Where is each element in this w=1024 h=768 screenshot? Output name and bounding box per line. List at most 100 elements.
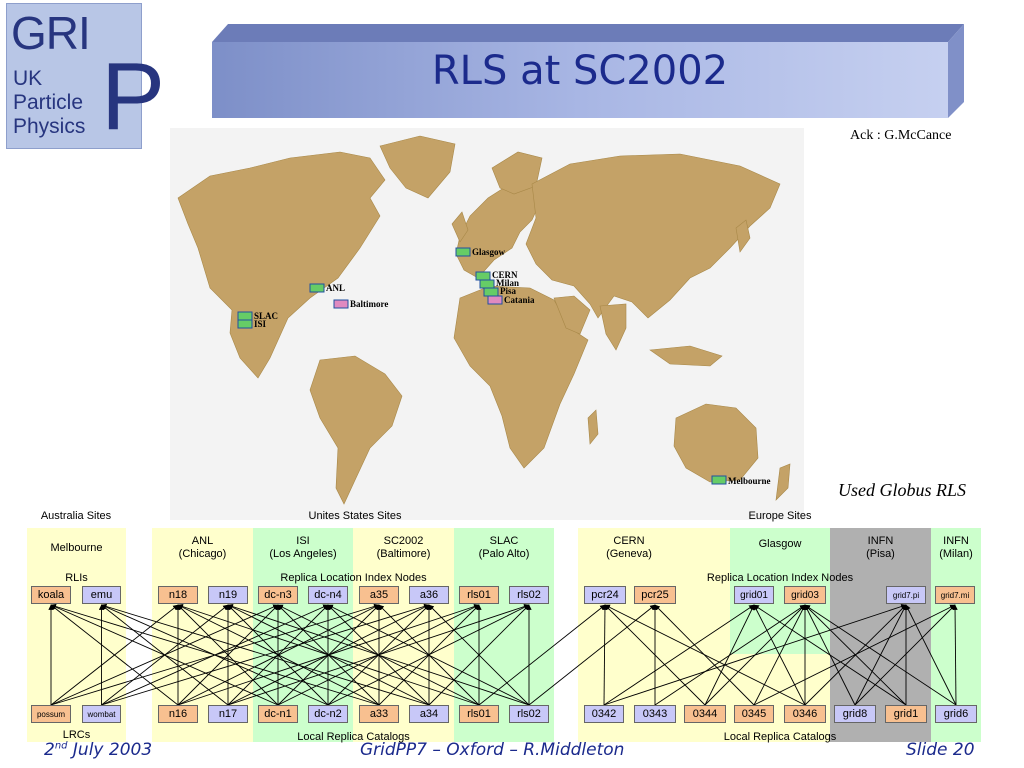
label-eu-rli: Replica Location Index Nodes [706,572,854,584]
link-line [804,604,907,706]
site-anl-name: ANL [191,535,214,547]
rli-node-dc-n3[interactable]: dc-n3 [258,586,298,604]
rli-node-n18[interactable]: n18 [158,586,198,604]
site-infn-pisa: INFN (Pisa) [830,535,931,561]
link-line [602,604,608,706]
rli-node-dc-n4[interactable]: dc-n4 [308,586,348,604]
south-america-shape [309,355,403,505]
footer-slide-number: Slide 20 [906,740,975,760]
asia-shape [525,153,781,319]
lrc-node-wombat[interactable]: wombat [82,705,121,723]
link-line [100,603,430,706]
link-line [753,604,907,706]
europe-shape [455,183,543,279]
india-shape [599,303,627,351]
rli-node-pcr24[interactable]: pcr24 [584,586,626,604]
label-us-lrc: Local Replica Catalogs [297,731,410,743]
lrc-node-0346[interactable]: 0346 [784,705,826,723]
lrc-node-grid6[interactable]: grid6 [935,705,977,723]
lrc-node-dc-n2[interactable]: dc-n2 [308,705,348,723]
label-glasgow: Glasgow [472,247,506,257]
site-isi: ISI (Los Angeles) [253,535,353,561]
label-anl: ANL [326,283,345,293]
site-isi-city: (Los Angeles) [269,548,337,560]
region-australia: Australia Sites [40,510,112,522]
marker-isi [237,319,253,329]
label-baltimore: Baltimore [350,299,388,309]
madagascar-shape [587,409,599,445]
site-sc2002: SC2002 (Baltimore) [353,535,454,561]
new-zealand-shape [775,463,791,501]
footer-date: 2nd July 2003 [44,740,152,760]
rli-node-emu[interactable]: emu [82,586,121,604]
site-cern-name: CERN [613,535,645,547]
lrc-node-possum[interactable]: possum [31,705,71,723]
footer-date-suffix: nd [54,740,68,752]
lrc-node-0342[interactable]: 0342 [584,705,624,723]
marker-catania [487,295,503,305]
link-line [177,603,480,706]
label-milan: Milan [496,278,519,288]
link-line [50,604,179,706]
africa-shape [453,285,589,469]
link-line [905,604,957,706]
greenland-shape [379,135,456,199]
footer-center: GridPP7 – Oxford – R.Middleton [360,740,625,760]
lrc-node-dc-n1[interactable]: dc-n1 [258,705,298,723]
link-line [428,604,530,706]
region-europe: Europe Sites [748,510,812,522]
rli-node-rls02[interactable]: rls02 [509,586,549,604]
rli-node-n19[interactable]: n19 [208,586,248,604]
lrc-node-n17[interactable]: n17 [208,705,248,723]
lrc-node-rls02[interactable]: rls02 [509,705,549,723]
region-us: Unites States Sites [308,510,402,522]
lrc-node-0344[interactable]: 0344 [684,705,726,723]
site-sc2002-city: (Baltimore) [376,548,431,560]
lrc-node-0345[interactable]: 0345 [734,705,774,723]
lrc-node-a33[interactable]: a33 [359,705,399,723]
logo-big-p: P [101,43,166,150]
site-cern: CERN (Geneva) [578,535,680,561]
marker-melbourne [711,475,727,485]
indonesia-shape [649,345,723,367]
marker-baltimore [333,299,349,309]
rli-node-grid7-pi[interactable]: grid7.pi [886,586,926,604]
gridpp-logo: GRI P UK Particle Physics [6,3,165,149]
site-melbourne: Melbourne [50,542,103,554]
lrc-node-grid1[interactable]: grid1 [885,705,927,723]
rli-node-rls01[interactable]: rls01 [459,586,499,604]
site-sc2002-name: SC2002 [383,535,424,547]
logo-grip-text: GRI [11,7,91,59]
rli-node-pcr25[interactable]: pcr25 [634,586,676,604]
rli-node-grid01[interactable]: grid01 [734,586,774,604]
lrc-node-rls01[interactable]: rls01 [459,705,499,723]
lrc-node-n16[interactable]: n16 [158,705,198,723]
link-line [804,604,957,706]
rli-node-a36[interactable]: a36 [409,586,449,604]
label-slac: SLAC [254,311,278,321]
japan-shape [735,219,751,253]
site-anl-city: (Chicago) [178,548,227,560]
label-melbourne: Melbourne [728,476,771,486]
title-banner [212,24,964,118]
site-markers [237,247,727,485]
logo-line-uk: UK [13,67,43,90]
rli-node-grid7-mi[interactable]: grid7.mi [935,586,975,604]
label-pisa: Pisa [500,286,517,296]
label-eu-lrc: Local Replica Catalogs [723,731,837,743]
lrc-node-grid8[interactable]: grid8 [834,705,876,723]
australia-shape [673,403,759,483]
rli-node-grid03[interactable]: grid03 [784,586,826,604]
label-lrcs: LRCs [62,729,91,741]
uk-shape [451,211,469,243]
site-infn-milan-name: INFN [943,535,969,547]
rli-node-a35[interactable]: a35 [359,586,399,604]
rli-node-koala[interactable]: koala [31,586,71,604]
lrc-node-0343[interactable]: 0343 [634,705,676,723]
footer-date-day: 2 [44,740,55,760]
logo-line-particle: Particle [13,91,84,114]
link-line [854,604,956,706]
site-isi-name: ISI [296,535,310,547]
lrc-node-a34[interactable]: a34 [409,705,449,723]
site-infn-pisa-city: (Pisa) [866,548,895,560]
